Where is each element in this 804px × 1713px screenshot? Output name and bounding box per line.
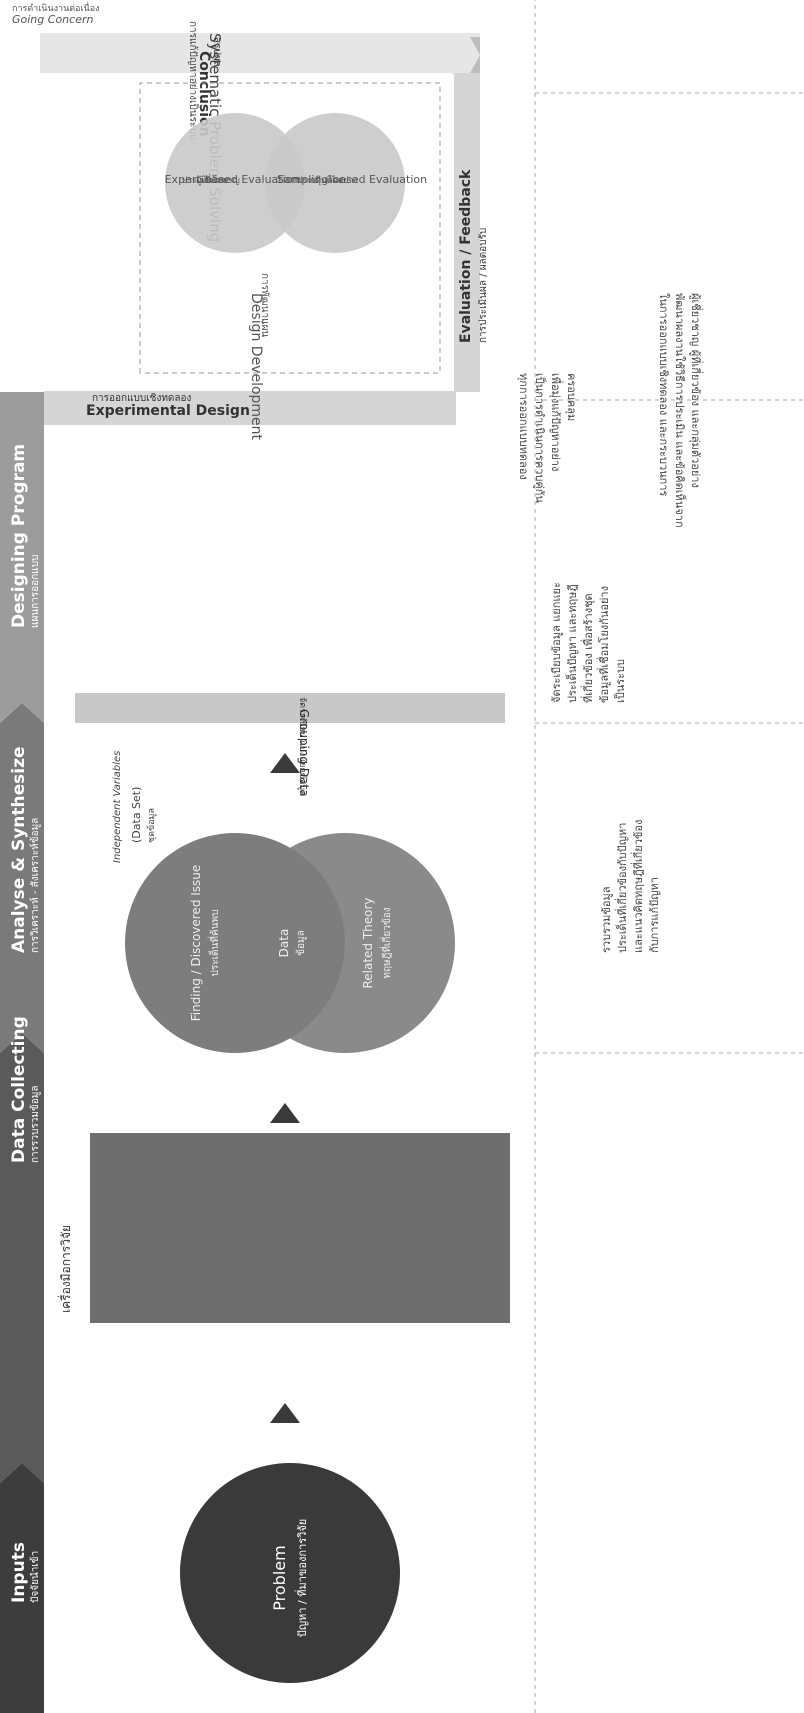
sampling-evaluation-thai-2: กลุ่มตัวอย่าง (310, 176, 358, 186)
evaluation-desc-3: ผู้เชี่ยวชาญ ผู้ที่เกี่ยวข้อง และกลุ่มตั… (689, 293, 704, 488)
stage-inputs-label: Inputs (9, 1542, 29, 1603)
stage-data-collecting-thai: การรวบรวมข้อมูล (29, 1085, 41, 1163)
finding-label: Finding / Discovered Issue (189, 865, 203, 1022)
sampling-evaluation-label: Sampling-based Evaluation (277, 173, 427, 186)
analyse-desc-4: ข้อมูลที่เชื่อมโยงกันอย่าง (596, 586, 611, 703)
design-development-thai: การพัฒนาแผน (259, 273, 270, 337)
stage-inputs-shape (0, 1463, 44, 1713)
analyse-desc-3: ที่เกี่ยวข้อง เพื่อสร้างชุด (580, 593, 595, 703)
grouping-data-label: Grouping Data (297, 709, 311, 797)
evaluation-block: Experimental Design การออกแบบเชิงทดลอง E… (0, 1, 704, 528)
conclusion-panel (40, 33, 480, 73)
stage-analyse-shape (0, 703, 44, 1053)
theory-thai: ทฤษฎีที่เกี่ยวข้อง (379, 907, 393, 978)
data-collecting-desc-2: ประเด็นที่เกี่ยวข้องกับปัญหา (614, 823, 629, 953)
systematic-thai: การแก้ปัญหาอย่างเป็นระบบ (187, 21, 201, 140)
going-concern-thai: การดำเนินงานต่อเนื่อง (12, 1, 100, 14)
evaluation-desc-2: พัฒนาผลงานใช้วิธีการประเมิน และข้อคิดเห็… (673, 293, 687, 528)
stage-designing-label: Designing Program (9, 444, 29, 628)
stage-data-collecting-label: Data Collecting (9, 1016, 29, 1163)
experimental-design-title: Experimental Design (86, 403, 250, 419)
design-development-label: Design Development (248, 293, 264, 441)
evaluation-title: Evaluation / Feedback (458, 169, 474, 343)
stage-analyse-label: Analyse & Synthesize (9, 746, 29, 953)
inputs-section: Problem ปัญหา / ที่มาของการวิจัย เครื่อง… (57, 1133, 510, 1683)
data-collecting-desc-1: รวบรวมข้อมูล (600, 886, 613, 953)
data-label: Data (277, 929, 291, 958)
experimental-desc-2: เป็นการดำเนินการควบคู่กัน (533, 373, 547, 503)
evaluation-thai: การประเมินผล / ผลตอบรับ (478, 228, 489, 343)
time-panel-section (75, 313, 505, 603)
arrow-2-icon (270, 1103, 300, 1123)
analyse-desc-5: เป็นระบบ (613, 659, 627, 703)
data-set-label: (Data Set) (130, 787, 143, 843)
theory-circle (235, 833, 455, 1053)
independent-label: Independent Variables (112, 751, 123, 863)
problem-circle (180, 1463, 400, 1683)
stage-inputs-thai: ปัจจัยนำเข้า (29, 1551, 41, 1603)
arrow-3-icon (270, 753, 300, 773)
finding-thai: ประเด็นที่ค้นพบ (207, 910, 221, 977)
analyse-desc-2: ประเด็นปัญหา และทฤษฎี (565, 584, 579, 703)
evaluation-band (444, 51, 480, 392)
theory-label: Related Theory (361, 897, 375, 988)
stage-data-collecting-shape (0, 1033, 44, 1483)
conclusion-thai: สรุปผล (211, 37, 222, 67)
experimental-desc-3: เพื่อมุ่งแก้ปัญหาอย่าง (549, 373, 564, 471)
arrow-1-icon (270, 1403, 300, 1423)
grouping-data-panel (75, 693, 505, 723)
data-collecting-desc-4: กับการแก้ปัญหา (648, 877, 661, 953)
experimental-desc-1: ทุกการออกแบบทดลอง (517, 373, 530, 480)
analyse-desc-1: จัดระเบียบข้อมูล แยกแยะ (550, 582, 563, 703)
research-tools-panel (90, 1133, 510, 1323)
sampling-evaluation-circle (265, 113, 405, 253)
experimental-design-bar (0, 392, 44, 400)
grouping-data-thai: จัดระเบียบ แบ่งแยกข้อมูล (297, 697, 308, 796)
analyse-section: Grouping Data จัดระเบียบ แบ่งแยกข้อมูล I… (75, 582, 627, 863)
expert-evaluation-thai-1: ประเมินโดย (182, 175, 229, 186)
going-concern-label: Going Concern (12, 13, 93, 26)
problem-title: Problem (270, 1545, 289, 1610)
stage-analyse-thai: การวิเคราะห์ - สังเคราะห์ข้อมูล (29, 818, 41, 953)
research-tools-label: เครื่องมือการวิจัย (57, 1225, 73, 1313)
expert-evaluation-circle (165, 113, 305, 253)
experimental-design-panel (44, 391, 456, 425)
data-collecting-desc-3: และแนวคิดทฤษฎีที่เกี่ยวข้อง (630, 820, 645, 953)
data-set-thai: ชุดข้อมูล (146, 808, 157, 843)
stage-designing-shape (0, 400, 44, 723)
conclusion-arrow (470, 37, 480, 73)
data-thai: ข้อมูล (295, 930, 307, 956)
section-dividers (534, 0, 804, 1713)
sampling-evaluation-thai-1: ประเมินโดย (297, 175, 344, 186)
design-development-frame (139, 82, 441, 374)
experimental-desc-4: ครอบคลุม (565, 373, 578, 421)
experimental-design-thai: การออกแบบเชิงทดลอง (92, 393, 192, 404)
conclusion-title: Conclusion (196, 51, 212, 137)
stage-band: Inputs ปัจจัยนำเข้า Data Collecting การร… (0, 400, 44, 1713)
problem-thai: ปัญหา / ที่มาของการวิจัย (294, 1519, 309, 1637)
data-collecting-section: Finding / Discovered Issue ประเด็นที่ค้น… (125, 753, 661, 1123)
expert-evaluation-label: Expert-based Evaluation (165, 173, 300, 186)
evaluation-desc-1: ในการออกแบบเชิงทดลอง และกระบวนการ (657, 293, 670, 497)
expert-evaluation-thai-2: ผู้เชี่ยวชาญ (196, 173, 240, 186)
stage-designing-thai: แผนการออกแบบ (30, 555, 41, 628)
